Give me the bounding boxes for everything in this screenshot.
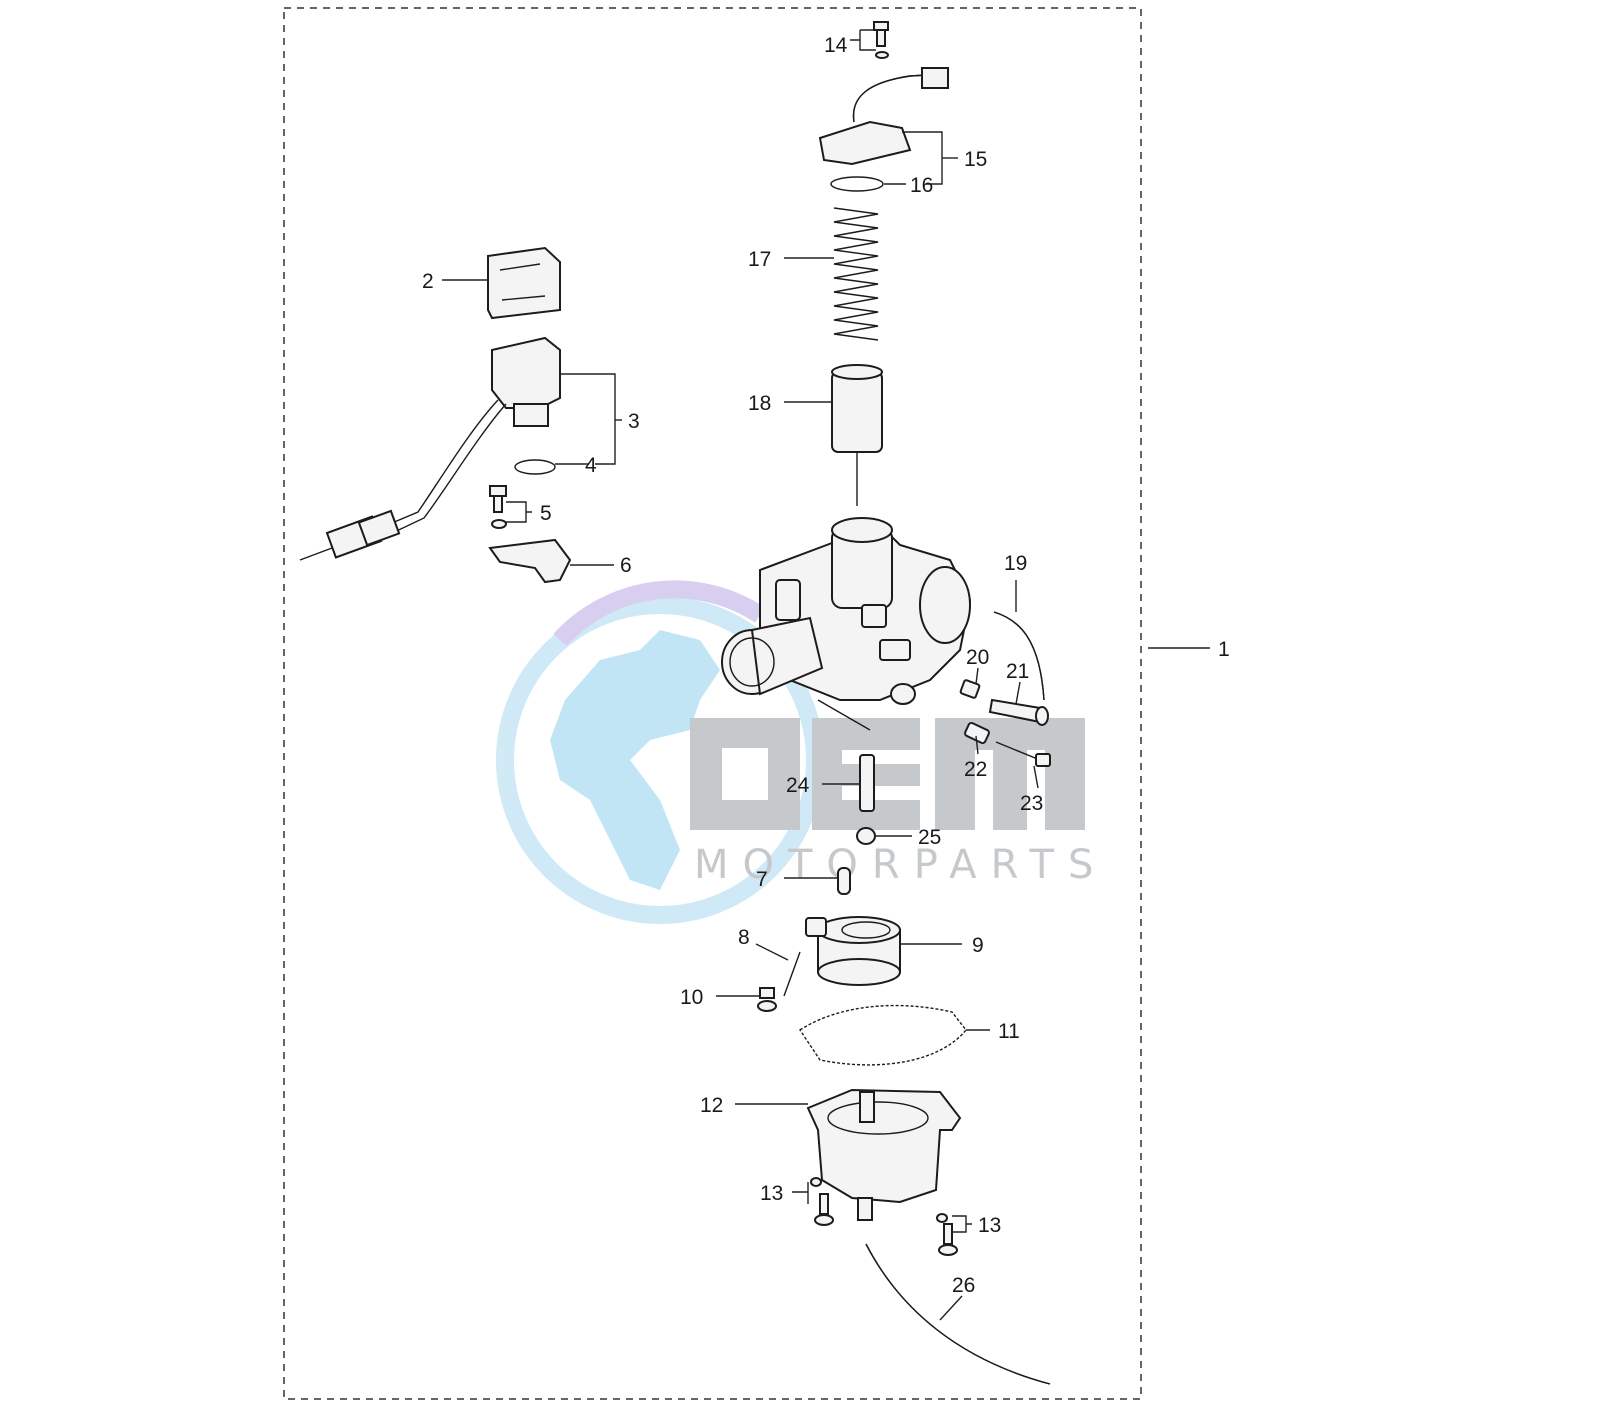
callout-1: 1 bbox=[1218, 638, 1230, 661]
callout-16: 16 bbox=[910, 174, 933, 197]
part-22-jet bbox=[964, 721, 990, 745]
part-16-gasket bbox=[830, 176, 884, 192]
leader-lines bbox=[442, 29, 1210, 1321]
part-14-screw bbox=[873, 21, 889, 59]
part-18-slide bbox=[831, 364, 883, 506]
part-2-cover bbox=[487, 246, 561, 320]
watermark-letter-m-gap1 bbox=[975, 750, 993, 830]
callout-23: 23 bbox=[1020, 792, 1043, 815]
callout-25: 25 bbox=[918, 826, 941, 849]
part-8-pin bbox=[783, 951, 801, 997]
part-15-cap bbox=[818, 67, 949, 166]
part-26-drain-hose bbox=[865, 1243, 1051, 1385]
watermark-globe-land bbox=[550, 630, 720, 890]
callout-24: 24 bbox=[786, 774, 810, 797]
part-13-screw-right bbox=[936, 1213, 958, 1256]
watermark-letter-e-gap bbox=[842, 750, 920, 764]
callout-5: 5 bbox=[540, 502, 552, 525]
callout-14: 14 bbox=[824, 34, 848, 57]
callout-6: 6 bbox=[620, 554, 632, 577]
part-21-screw bbox=[988, 698, 1049, 726]
callout-9: 9 bbox=[972, 934, 984, 957]
watermark-letter-e-gap2 bbox=[842, 786, 920, 800]
part-9-float bbox=[805, 916, 901, 986]
part-24-tube bbox=[859, 754, 875, 812]
callout-15: 15 bbox=[964, 148, 987, 171]
callout-2: 2 bbox=[422, 270, 434, 293]
part-10-screw bbox=[757, 987, 777, 1012]
part-17-spring bbox=[833, 207, 879, 341]
watermark-subtitle: MOTORPARTS bbox=[694, 842, 1107, 888]
part-7-needle-valve bbox=[837, 867, 851, 895]
carburetor-body bbox=[721, 517, 972, 731]
assembly-frame bbox=[283, 7, 1142, 1400]
part-11-gasket bbox=[799, 1004, 967, 1066]
watermark: MOTORPARTS bbox=[496, 580, 1107, 924]
callout-18: 18 bbox=[748, 392, 771, 415]
callout-13-left: 13 bbox=[760, 1182, 783, 1205]
callout-12: 12 bbox=[700, 1094, 723, 1117]
part-23-needle bbox=[995, 741, 1051, 767]
callout-3: 3 bbox=[628, 410, 640, 433]
part-12-float-bowl bbox=[806, 1088, 962, 1221]
callout-19: 19 bbox=[1004, 552, 1027, 575]
callout-22: 22 bbox=[964, 758, 987, 781]
part-25-jet bbox=[856, 827, 876, 845]
part-3-autochoke bbox=[299, 336, 561, 561]
callout-20: 20 bbox=[966, 646, 989, 669]
callout-11: 11 bbox=[998, 1020, 1020, 1043]
part-4-o-ring bbox=[514, 459, 556, 475]
watermark-ring-accent bbox=[553, 580, 765, 647]
watermark-letter-o-hole bbox=[722, 748, 768, 800]
part-26-drain-hose-inner bbox=[865, 1243, 1051, 1385]
callout-labels: 1 2 3 4 5 6 7 8 9 10 11 12 13 13 14 15 1… bbox=[422, 34, 1230, 1297]
part-20-jet bbox=[959, 679, 981, 699]
callout-21: 21 bbox=[1006, 660, 1029, 683]
watermark-letter-m bbox=[935, 718, 1085, 830]
part-6-bracket bbox=[488, 538, 572, 584]
watermark-letter-m-gap2 bbox=[1027, 750, 1045, 830]
callout-4: 4 bbox=[585, 454, 597, 477]
part-5-screw bbox=[489, 485, 507, 529]
callout-13-right: 13 bbox=[978, 1214, 1001, 1237]
part-13-screw-left bbox=[810, 1177, 834, 1226]
part-19-hose-inner bbox=[993, 611, 1045, 701]
callout-10: 10 bbox=[680, 986, 703, 1009]
callout-26: 26 bbox=[952, 1274, 975, 1297]
callout-7: 7 bbox=[756, 868, 768, 891]
callout-17: 17 bbox=[748, 248, 771, 271]
callout-8: 8 bbox=[738, 926, 750, 949]
